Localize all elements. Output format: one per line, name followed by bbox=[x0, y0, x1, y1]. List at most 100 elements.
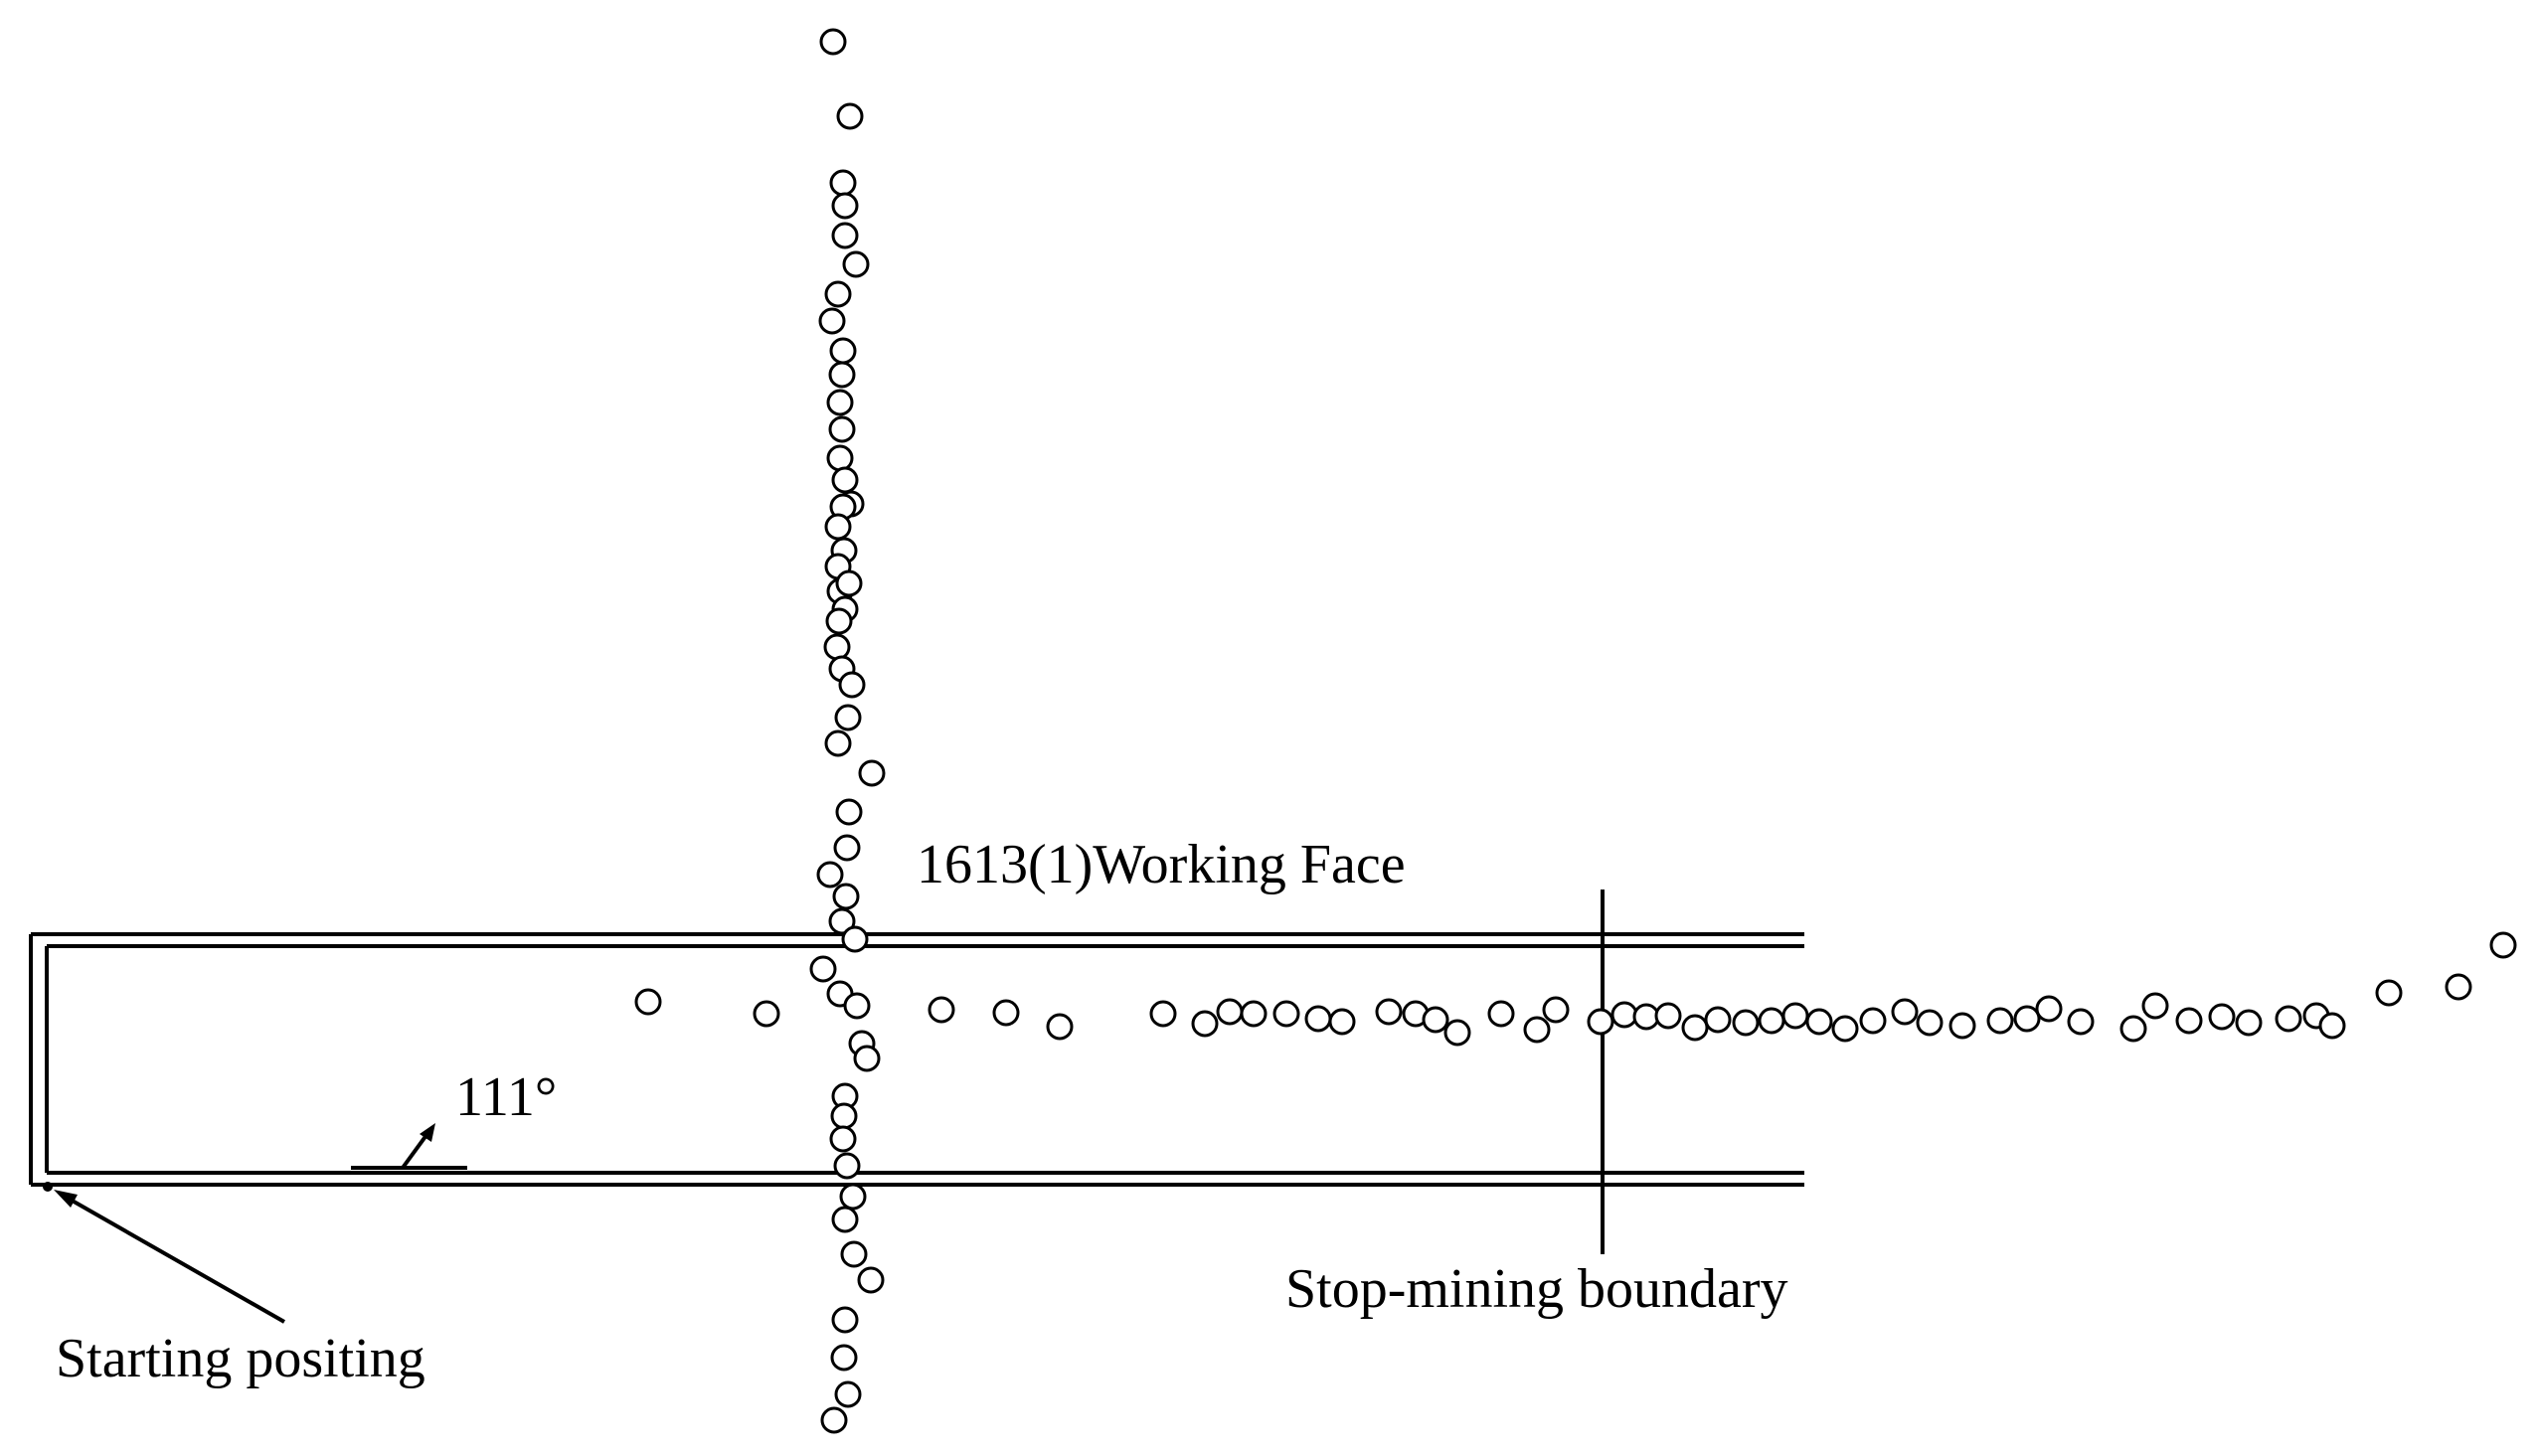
vertical-survey-point bbox=[826, 444, 854, 472]
horizontal-survey-point bbox=[1859, 1007, 1887, 1035]
horizontal-survey-point bbox=[2208, 1003, 2236, 1031]
horizontal-survey-point bbox=[2119, 1015, 2147, 1043]
vertical-survey-point bbox=[831, 222, 859, 249]
horizontal-survey-point bbox=[1986, 1007, 2014, 1035]
vertical-survey-point bbox=[826, 389, 854, 416]
horizontal-survey-point bbox=[1758, 1007, 1785, 1035]
horizontal-survey-point bbox=[2175, 1007, 2203, 1035]
horizontal-survey-point bbox=[1272, 1000, 1300, 1028]
horizontal-survey-point bbox=[1805, 1008, 1833, 1036]
horizontal-survey-point bbox=[2067, 1008, 2095, 1036]
dip-arrow-head bbox=[420, 1123, 435, 1142]
starting-pointer-line bbox=[61, 1193, 285, 1324]
monitoring-points bbox=[634, 28, 2517, 1434]
horizontal-survey-point bbox=[1523, 1016, 1551, 1044]
horizontal-survey-point bbox=[2445, 973, 2472, 1001]
horizontal-survey-point bbox=[1375, 998, 1403, 1026]
horizontal-survey-point bbox=[753, 1000, 780, 1028]
horizontal-survey-point bbox=[1304, 1005, 1332, 1033]
vertical-survey-point bbox=[843, 992, 871, 1020]
horizontal-survey-point bbox=[1654, 1002, 1682, 1030]
working-face-label: 1613(1)Working Face bbox=[917, 834, 1406, 895]
horizontal-survey-point bbox=[1191, 1010, 1219, 1038]
vertical-survey-point bbox=[828, 361, 856, 389]
horizontal-survey-point bbox=[1240, 1000, 1268, 1028]
vertical-survey-point bbox=[838, 671, 866, 699]
horizontal-survey-point bbox=[1046, 1013, 1074, 1041]
horizontal-survey-point bbox=[2235, 1009, 2263, 1037]
vertical-survey-point bbox=[830, 1102, 858, 1130]
dip-symbol bbox=[351, 1123, 467, 1170]
vertical-survey-point bbox=[825, 607, 853, 635]
horizontal-survey-point bbox=[992, 999, 1020, 1027]
vertical-survey-point bbox=[824, 513, 852, 541]
horizontal-survey-point bbox=[1632, 1003, 1660, 1031]
horizontal-survey-point bbox=[2141, 992, 2169, 1020]
vertical-survey-point bbox=[824, 729, 852, 757]
vertical-survey-point bbox=[829, 337, 857, 365]
vertical-survey-point bbox=[829, 169, 857, 197]
horizontal-survey-point bbox=[634, 988, 662, 1016]
horizontal-survey-point bbox=[1487, 1000, 1515, 1028]
vertical-survey-point bbox=[834, 704, 862, 731]
vertical-survey-point bbox=[834, 1380, 862, 1408]
vertical-survey-point bbox=[831, 1206, 859, 1233]
vertical-survey-point bbox=[842, 250, 870, 278]
horizontal-survey-point bbox=[1732, 1009, 1760, 1037]
vertical-survey-point bbox=[820, 1406, 848, 1434]
vertical-survey-point bbox=[823, 633, 851, 661]
horizontal-survey-point bbox=[1149, 1000, 1177, 1028]
vertical-survey-point bbox=[809, 955, 837, 983]
vertical-survey-point bbox=[831, 1306, 859, 1334]
starting-position-label: Starting positing bbox=[56, 1328, 425, 1389]
horizontal-survey-point bbox=[1443, 1019, 1471, 1047]
horizontal-survey-point bbox=[2318, 1012, 2346, 1040]
vertical-survey-point bbox=[828, 415, 856, 443]
vertical-survey-point bbox=[835, 569, 863, 597]
starting-pointer-head bbox=[54, 1190, 78, 1208]
vertical-survey-point bbox=[829, 1125, 857, 1153]
vertical-survey-point bbox=[831, 192, 859, 220]
horizontal-survey-point bbox=[1587, 1008, 1614, 1036]
horizontal-survey-point bbox=[1704, 1006, 1732, 1034]
starting-pointer bbox=[43, 1182, 285, 1324]
horizontal-survey-point bbox=[2035, 995, 2063, 1023]
vertical-survey-point bbox=[839, 1183, 867, 1211]
horizontal-survey-point bbox=[1216, 998, 1244, 1026]
vertical-survey-point bbox=[819, 28, 847, 56]
vertical-survey-point bbox=[831, 466, 859, 494]
vertical-survey-point bbox=[830, 1344, 858, 1372]
horizontal-survey-point bbox=[1781, 1002, 1809, 1030]
vertical-survey-point bbox=[836, 102, 864, 130]
horizontal-survey-point bbox=[1542, 996, 1570, 1024]
vertical-survey-point bbox=[833, 834, 861, 862]
horizontal-survey-point bbox=[2375, 979, 2403, 1007]
horizontal-survey-point bbox=[2489, 931, 2517, 959]
vertical-survey-point bbox=[828, 907, 856, 935]
horizontal-survey-point bbox=[1422, 1006, 1449, 1034]
horizontal-survey-point bbox=[928, 996, 955, 1024]
horizontal-survey-point bbox=[1328, 1008, 1356, 1036]
starting-marker bbox=[43, 1182, 53, 1192]
horizontal-survey-point bbox=[1891, 998, 1919, 1026]
horizontal-survey-point bbox=[1831, 1015, 1859, 1043]
vertical-survey-point bbox=[816, 861, 844, 889]
vertical-survey-point bbox=[840, 1240, 868, 1268]
horizontal-survey-point bbox=[1610, 1001, 1638, 1029]
vertical-survey-point bbox=[858, 759, 886, 787]
horizontal-survey-point bbox=[1948, 1012, 1976, 1040]
vertical-survey-point bbox=[835, 798, 863, 826]
vertical-survey-point bbox=[833, 1152, 861, 1180]
vertical-survey-point bbox=[857, 1266, 885, 1294]
angle-label: 111° bbox=[455, 1066, 557, 1128]
horizontal-survey-point bbox=[1681, 1014, 1709, 1042]
vertical-survey-point bbox=[853, 1045, 881, 1072]
stop-mining-label: Stop-mining boundary bbox=[1285, 1258, 1788, 1320]
horizontal-survey-point bbox=[2013, 1005, 2041, 1033]
vertical-survey-point bbox=[841, 925, 869, 953]
working-face-outline bbox=[29, 932, 1804, 1187]
vertical-survey-point bbox=[832, 883, 860, 910]
vertical-survey-point bbox=[818, 307, 846, 335]
horizontal-survey-point bbox=[1916, 1009, 1944, 1037]
